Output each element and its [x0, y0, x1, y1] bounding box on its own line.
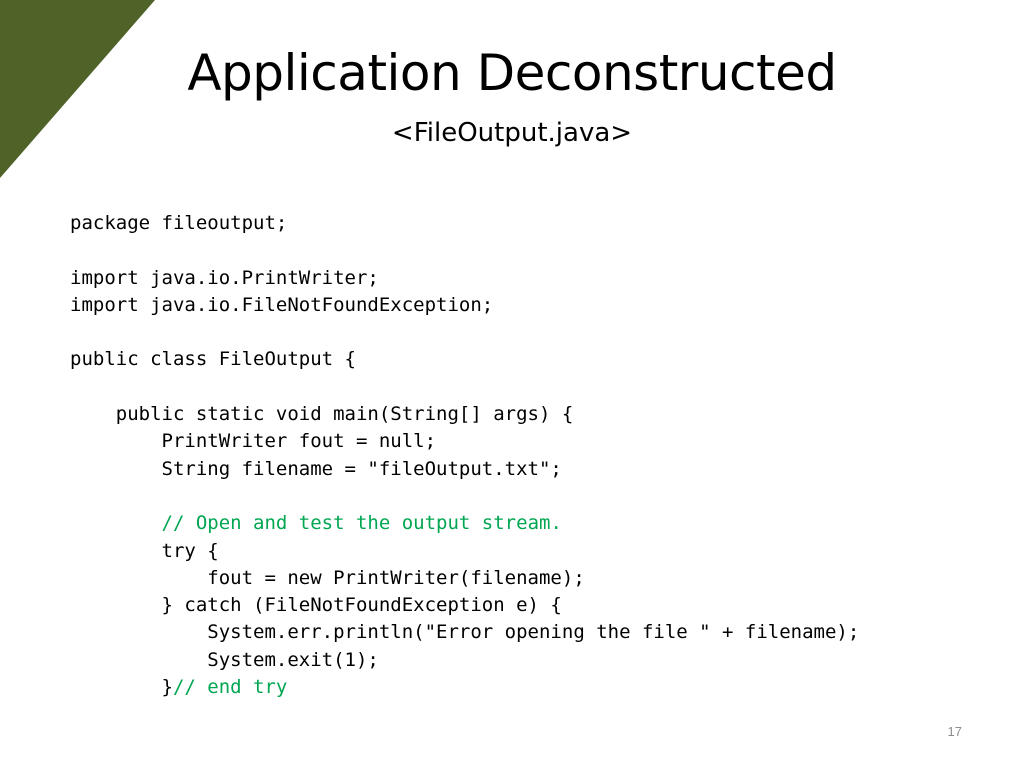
- code-line: import java.io.FileNotFoundException;: [70, 292, 859, 319]
- code-line: import java.io.PrintWriter;: [70, 265, 859, 292]
- slide-title: Application Deconstructed: [187, 44, 837, 102]
- code-comment: // end try: [172, 676, 288, 699]
- code-text: import java.io.FileNotFoundException;: [70, 293, 494, 316]
- code-text: }: [70, 676, 173, 699]
- code-line: [70, 319, 859, 346]
- code-text: package fileoutput;: [70, 212, 288, 234]
- code-line: package fileoutput;: [70, 210, 859, 237]
- code-line: fout = new PrintWriter(filename);: [70, 565, 859, 592]
- corner-triangle-decoration: [0, 0, 155, 178]
- code-line: }// end try: [70, 674, 859, 701]
- slide-page-number: 17: [947, 724, 962, 739]
- code-line: [70, 374, 859, 401]
- slide-subtitle: <FileOutput.java>: [391, 118, 633, 148]
- code-text: public class FileOutput {: [70, 348, 356, 371]
- code-line: [70, 483, 859, 510]
- code-text: fout = new PrintWriter(filename);: [70, 566, 585, 589]
- code-line: PrintWriter fout = null;: [70, 428, 859, 455]
- code-line: try {: [70, 538, 859, 565]
- code-line: public class FileOutput {: [70, 346, 859, 373]
- code-line: System.exit(1);: [70, 647, 859, 674]
- code-comment: // Open and test the output stream.: [161, 512, 562, 535]
- code-text: try {: [70, 539, 219, 562]
- code-line: // Open and test the output stream.: [70, 510, 859, 537]
- code-text: public static void main(String[] args) {: [70, 403, 574, 426]
- code-text: } catch (FileNotFoundException e) {: [70, 594, 562, 617]
- code-line: public static void main(String[] args) {: [70, 401, 859, 428]
- code-block: package fileoutput; import java.io.PrintW…: [70, 210, 859, 701]
- code-text: System.err.println("Error opening the fi…: [70, 621, 860, 644]
- code-text: String filename = "fileOutput.txt";: [70, 457, 562, 480]
- code-text: System.exit(1);: [70, 648, 379, 671]
- code-line: String filename = "fileOutput.txt";: [70, 456, 859, 483]
- code-line: System.err.println("Error opening the fi…: [70, 619, 859, 646]
- code-text: [70, 512, 162, 534]
- code-line: } catch (FileNotFoundException e) {: [70, 592, 859, 619]
- code-line: [70, 237, 859, 264]
- code-text: PrintWriter fout = null;: [70, 430, 437, 453]
- code-text: import java.io.PrintWriter;: [70, 266, 379, 289]
